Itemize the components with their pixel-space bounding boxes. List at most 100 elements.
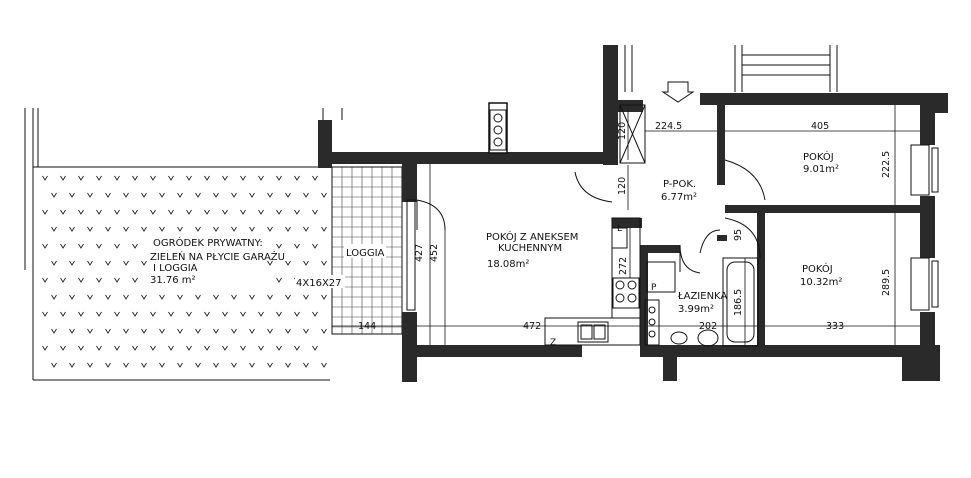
grass-mark [240,345,246,351]
grass-mark [249,328,255,334]
grass-mark [96,311,102,317]
grass-mark [87,226,93,232]
grass-mark [321,226,327,232]
grass-mark [294,209,300,215]
dimension-333: 333 [826,321,844,332]
grass-mark [186,209,192,215]
grass-mark [321,192,327,198]
pantry-label: P [651,283,657,293]
grass-mark [195,328,201,334]
grass-mark [267,226,273,232]
grass-mark [231,328,237,334]
grass-mark [159,192,165,198]
grass-mark [87,294,93,300]
grass-mark [186,311,192,317]
grass-mark [222,175,228,181]
grass-mark [87,260,93,266]
grass-mark [105,362,111,368]
grass-mark [69,192,75,198]
grass-mark [321,362,327,368]
grass-mark [177,294,183,300]
grass-mark [96,345,102,351]
grass-mark [159,362,165,368]
grass-mark [276,175,282,181]
dimension-405: 405 [811,121,829,132]
grass-mark [240,209,246,215]
grass-mark [96,243,102,249]
grass-mark [114,277,120,283]
dimension-95: 95 [733,229,744,241]
windows [406,144,939,311]
garden-area [24,108,343,381]
dimension-202: 202 [699,321,717,332]
grass-mark [150,175,156,181]
grass-mark [321,294,327,300]
bedroom2-area: 10.32m² [800,277,842,288]
living-room-label-line1: POKÓJ Z ANEKSEM [486,230,578,243]
dimension-186-5: 186.5 [733,289,744,316]
balcony-railing [624,45,838,92]
hall-label: P-POK. [663,179,696,190]
grass-mark [321,260,327,266]
grass-mark [168,345,174,351]
grass-mark [105,192,111,198]
grass-mark [285,294,291,300]
grass-mark [141,294,147,300]
stairs-label: 4X16X27 [296,278,342,289]
grass-mark [60,209,66,215]
grass-mark [267,192,273,198]
grass-mark [96,175,102,181]
grass-mark [222,311,228,317]
grass-mark [222,209,228,215]
grass-mark [258,175,264,181]
grass-mark [303,226,309,232]
grass-mark [114,243,120,249]
dimension-120-top: 120 [617,122,628,140]
grass-mark [60,243,66,249]
grass-mark [312,311,318,317]
grass-mark [141,260,147,266]
grass-mark [177,328,183,334]
grass-mark [213,294,219,300]
grass-mark [42,311,48,317]
grass-mark [132,209,138,215]
grass-mark [60,311,66,317]
grass-mark [312,175,318,181]
walls [318,45,948,382]
grass-mark [213,192,219,198]
grass-mark [141,226,147,232]
grass-mark [114,175,120,181]
garden-label-area: 31.76 m² [150,275,196,286]
grass-mark [303,294,309,300]
grass-mark [168,209,174,215]
grass-mark [204,311,210,317]
grass-mark [258,345,264,351]
grass-mark [267,362,273,368]
dimension-144: 144 [358,321,376,332]
grass-mark [96,209,102,215]
grass-mark [249,294,255,300]
bathroom-area: 3.99m² [678,304,714,315]
living-room-label-line2: KUCHENNYM [498,243,562,254]
dimension-472: 472 [523,321,541,332]
grass-mark [123,192,129,198]
loggia-label-bg [344,244,386,258]
grass-mark [42,277,48,283]
grass-mark [294,311,300,317]
grass-mark [51,328,57,334]
grass-mark [132,243,138,249]
grass-mark [276,277,282,283]
loggia-label: LOGGIA [346,248,385,259]
grass-mark [159,294,165,300]
grass-mark [114,209,120,215]
grass-mark [294,243,300,249]
grass-mark [294,175,300,181]
grass-mark [285,260,291,266]
grass-mark [213,226,219,232]
grass-mark [51,192,57,198]
grass-mark [78,209,84,215]
grass-mark [132,277,138,283]
grass-mark [60,175,66,181]
grass-mark [276,311,282,317]
